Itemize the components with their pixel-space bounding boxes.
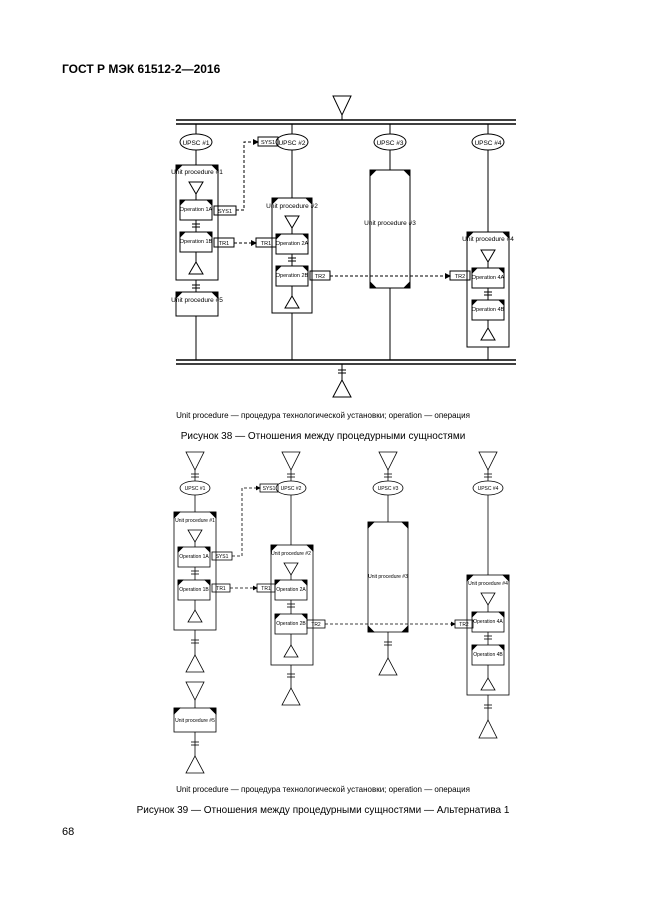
- document-header: ГОСТ Р МЭК 61512-2—2016: [62, 62, 221, 76]
- fig39-upsc-2-label: UPSC #2: [281, 486, 302, 492]
- fig38-operation-1a-label: Operation 1A: [180, 207, 213, 213]
- fig39-upsc-4-label: UPSC #4: [478, 486, 499, 492]
- figure-39-caption: Рисунок 39 — Отношения между процедурным…: [136, 805, 510, 816]
- figure-39-note: Unit procedure — процедура технологическ…: [176, 785, 470, 794]
- fig38-operation-1b-label: Operation 1B: [180, 239, 213, 245]
- fig39-unit-procedure-5-label: Unit procedure #5: [175, 718, 215, 724]
- fig39-operation-4b-label: Operation 4B: [473, 652, 503, 658]
- fig39-unit-procedure-1-label: Unit procedure #1: [175, 518, 215, 524]
- fig38-unit-procedure-5-label: Unit procedure #5: [171, 297, 223, 304]
- unit-procedure-3-box: [369, 169, 411, 289]
- fig39-upsc-1-label: UPSC #1: [185, 486, 206, 492]
- fig38-unit-procedure-1-label: Unit procedure #1: [171, 169, 223, 176]
- fig39-operation-1b-label: Operation 1B: [179, 587, 209, 593]
- fig38-tr2-out-label: TR2: [315, 274, 325, 280]
- fig38-tr1-out-label: TR1: [219, 241, 229, 247]
- unit-procedure-1-box: [175, 164, 219, 281]
- fig38-upsc-2-label: UPSC #2: [278, 140, 305, 147]
- fig38-upsc-4-label: UPSC #4: [474, 140, 501, 147]
- figure-38-diagram: [175, 95, 516, 398]
- fig39-tr1-out-label: TR1: [216, 586, 226, 592]
- start-triangle-icon: [332, 95, 352, 117]
- fig38-upsc-3-label: UPSC #3: [376, 140, 403, 147]
- fig39-tr1-in-label: TR1: [261, 586, 271, 592]
- fig39-tr2-in-label: TR2: [459, 622, 469, 628]
- fig38-sys1-in-label: SYS1: [261, 140, 275, 146]
- fig38-operation-4a-label: Operation 4A: [472, 275, 505, 281]
- fig39-sys1-in-label: SYS1: [263, 486, 276, 492]
- fig38-upsc-1-label: UPSC #1: [182, 140, 209, 147]
- figure-38-labels: UPSC #1 UPSC #2 UPSC #3 UPSC #4 Unit pro…: [171, 140, 514, 313]
- figure-38-note: Unit procedure — процедура технологическ…: [176, 411, 470, 420]
- fig39-operation-2b-label: Operation 2B: [276, 621, 306, 627]
- fig38-operation-2a-label: Operation 2A: [276, 241, 309, 247]
- page-number: 68: [62, 826, 75, 838]
- fig39-unit-procedure-3-label: Unit procedure #3: [368, 574, 408, 580]
- figure-38-caption: Рисунок 38 — Отношения между процедурным…: [180, 431, 466, 442]
- fig39-upsc-3-label: UPSC #3: [378, 486, 399, 492]
- fig38-unit-procedure-4-label: Unit procedure #4: [462, 236, 514, 243]
- end-triangle-icon: [332, 378, 352, 398]
- fig38-unit-procedure-3-label: Unit procedure #3: [364, 220, 416, 227]
- fig38-operation-2b-label: Operation 2B: [276, 273, 309, 279]
- fig38-tr2-in-label: TR2: [455, 274, 465, 280]
- fig38-operation-4b-label: Operation 4B: [472, 307, 505, 313]
- fig38-unit-procedure-2-label: Unit procedure #2: [266, 203, 318, 210]
- fig39-tr2-out-label: TR2: [311, 622, 321, 628]
- figure-39-labels: UPSC #1 UPSC #2 UPSC #3 UPSC #4 Unit pro…: [175, 486, 508, 724]
- unit-procedure-5-box: [175, 291, 219, 317]
- fig39-unit-procedure-2-label: Unit procedure #2: [271, 551, 311, 557]
- fig39-operation-4a-label: Operation 4A: [473, 619, 503, 625]
- fig38-tr1-in-label: TR1: [261, 241, 271, 247]
- figure-39-diagram: [173, 451, 510, 774]
- fig39-sys1-out-label: SYS1: [216, 554, 229, 560]
- fig39-operation-2a-label: Operation 2A: [276, 587, 306, 593]
- fig38-sys1-out-label: SYS1: [218, 209, 232, 215]
- fig39-unit-procedure-4-label: Unit procedure #4: [468, 581, 508, 587]
- fig39-operation-1a-label: Operation 1A: [179, 554, 209, 560]
